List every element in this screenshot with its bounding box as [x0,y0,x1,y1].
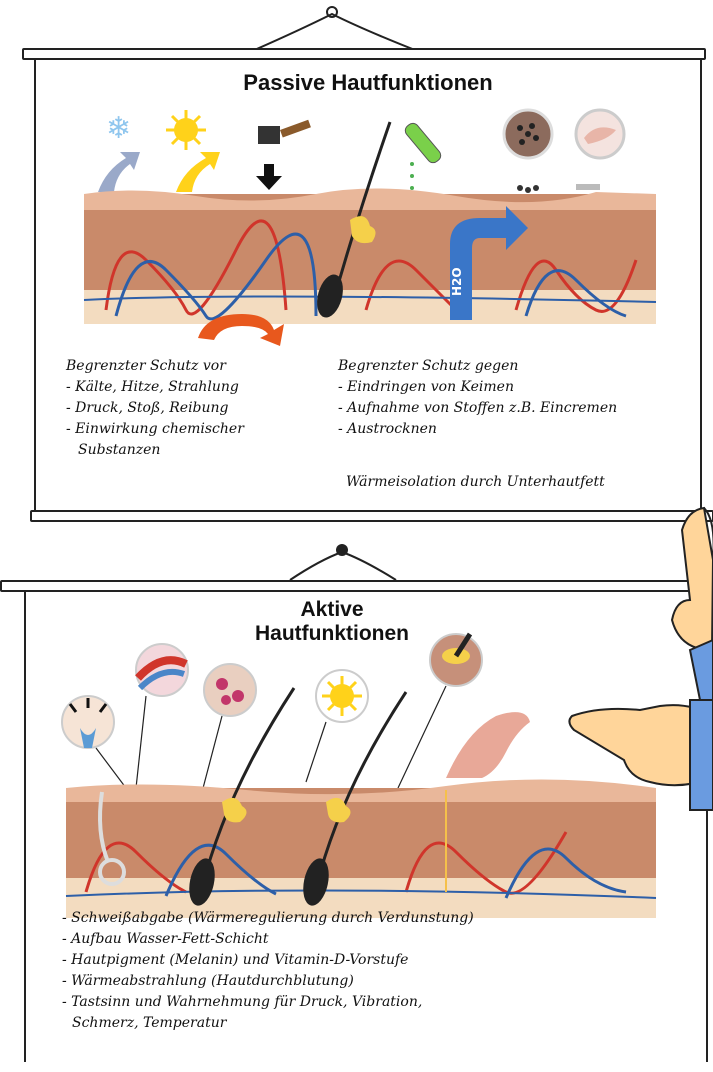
skin-illustration-aktive [26,592,706,892]
blood-vessel-icon [136,644,188,696]
list-item: - Schweißabgabe (Wärmeregulierung durch … [62,908,474,929]
list-item: Begrenzter Schutz gegen [338,356,617,377]
list-passive-right: Begrenzter Schutz gegen - Eindringen von… [338,356,617,440]
snowflake-icon: ❄ [106,111,131,146]
list-item: - Wärmeabstrahlung (Hautdurchblutung) [62,971,474,992]
sun-icon [316,670,368,722]
hammer-icon [258,120,311,144]
list-item: Substanzen [66,440,244,461]
list-item: - Aufbau Wasser-Fett-Schicht [62,929,474,950]
sweat-pore-icon [62,696,114,748]
sun-icon [166,110,206,150]
list-passive-left: Begrenzter Schutz vor - Kälte, Hitze, St… [66,356,244,461]
top-rod-2 [0,580,713,592]
list-aktive: - Schweißabgabe (Wärmeregulierung durch … [62,908,474,1034]
list-item: - Austrocknen [338,419,617,440]
list-item: - Eindringen von Keimen [338,377,617,398]
cold-arrow-icon [98,152,140,192]
touching-hand-icon [446,712,530,778]
test-tube-icon [403,121,443,190]
pressure-arrow-icon [256,164,282,190]
top-rod-1 [22,48,706,60]
list-item: - Einwirkung chemischer [66,419,244,440]
list-item: Begrenzter Schutz vor [66,356,244,377]
bottom-rod-1 [30,510,713,522]
list-item: - Aufnahme von Stoffen z.B. Eincremen [338,398,617,419]
footer-note: Wärmeisolation durch Unterhautfett [346,472,605,493]
h2o-label: H2O [450,267,464,296]
list-item: - Tastsinn und Wahrnehmung für Druck, Vi… [62,992,474,1013]
hair-follicle-icon [430,634,482,686]
list-item: - Hautpigment (Melanin) und Vitamin-D-Vo… [62,950,474,971]
list-item: - Druck, Stoß, Reibung [66,398,244,419]
germs-icon [504,110,552,193]
svg-text:❄: ❄ [106,111,131,146]
melanin-icon [204,664,256,716]
skin-illustration-passive: ❄ [36,60,700,340]
hand-cream-icon [576,110,624,190]
poster-passive: Passive Hautfunktionen ❄ [34,60,702,510]
heat-arrow-icon [176,152,220,192]
poster-aktive: Aktive Hautfunktionen [24,592,708,1062]
list-item: Schmerz, Temperatur [62,1013,474,1034]
list-item: - Kälte, Hitze, Strahlung [66,377,244,398]
